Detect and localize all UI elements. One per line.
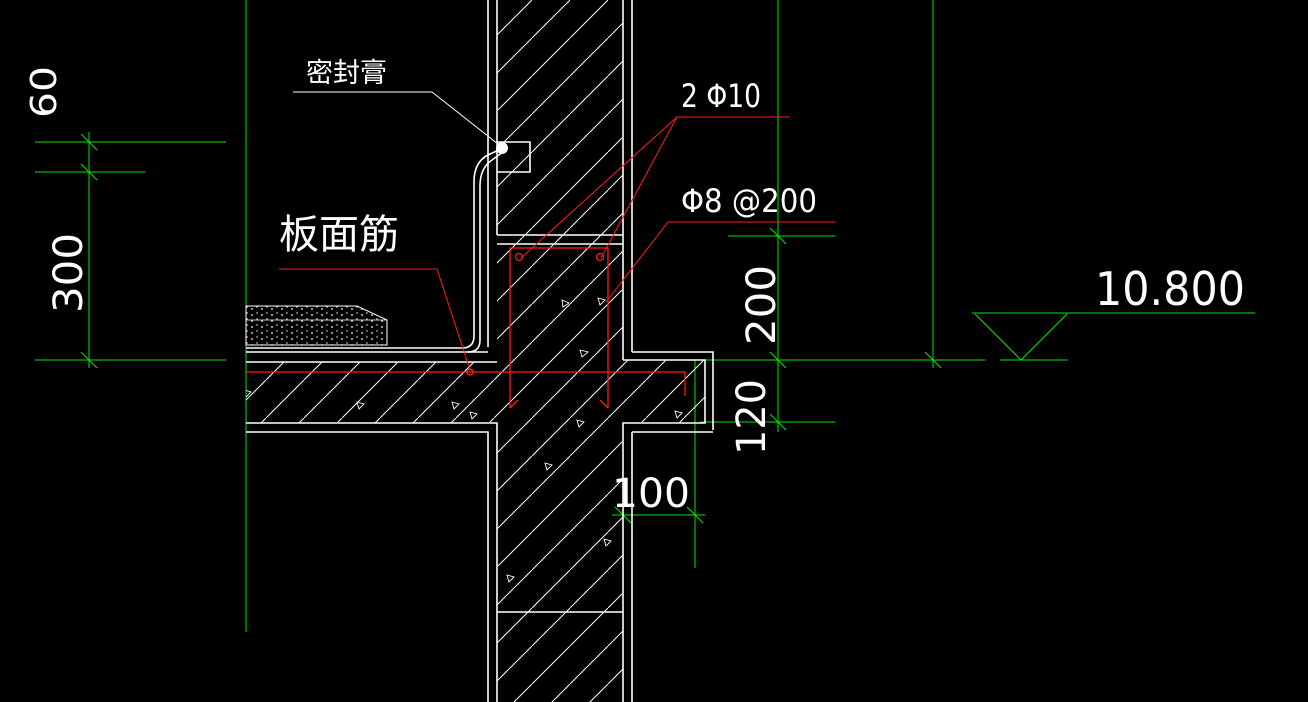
insulation-layer — [245, 305, 388, 346]
dim-60: 60 — [24, 66, 65, 118]
elevation-marker — [972, 312, 1255, 361]
rebar — [246, 247, 686, 409]
dimension-texts: 60 300 200 120 100 — [24, 66, 785, 517]
dim-200: 200 — [739, 265, 785, 345]
label-elevation: 10.800 — [1095, 262, 1245, 316]
dim-300: 300 — [46, 233, 92, 313]
leader-lines — [279, 91, 835, 371]
label-slab-top-rebar: 板面筋 — [279, 212, 399, 258]
label-sealant: 密封膏 — [306, 58, 387, 89]
label-stirrups: Φ8 @200 — [681, 182, 817, 220]
sealant-bead — [496, 142, 508, 154]
dim-120: 120 — [729, 379, 775, 455]
label-top-bars: 2 Φ10 — [681, 77, 761, 115]
annotations: 密封膏 板面筋 2 Φ10 Φ8 @200 10.800 — [279, 58, 1245, 316]
dim-100: 100 — [612, 471, 690, 517]
structure-outline — [246, 0, 714, 702]
dimension-lines — [35, 0, 1068, 632]
masonry-hatch — [497, 0, 623, 702]
